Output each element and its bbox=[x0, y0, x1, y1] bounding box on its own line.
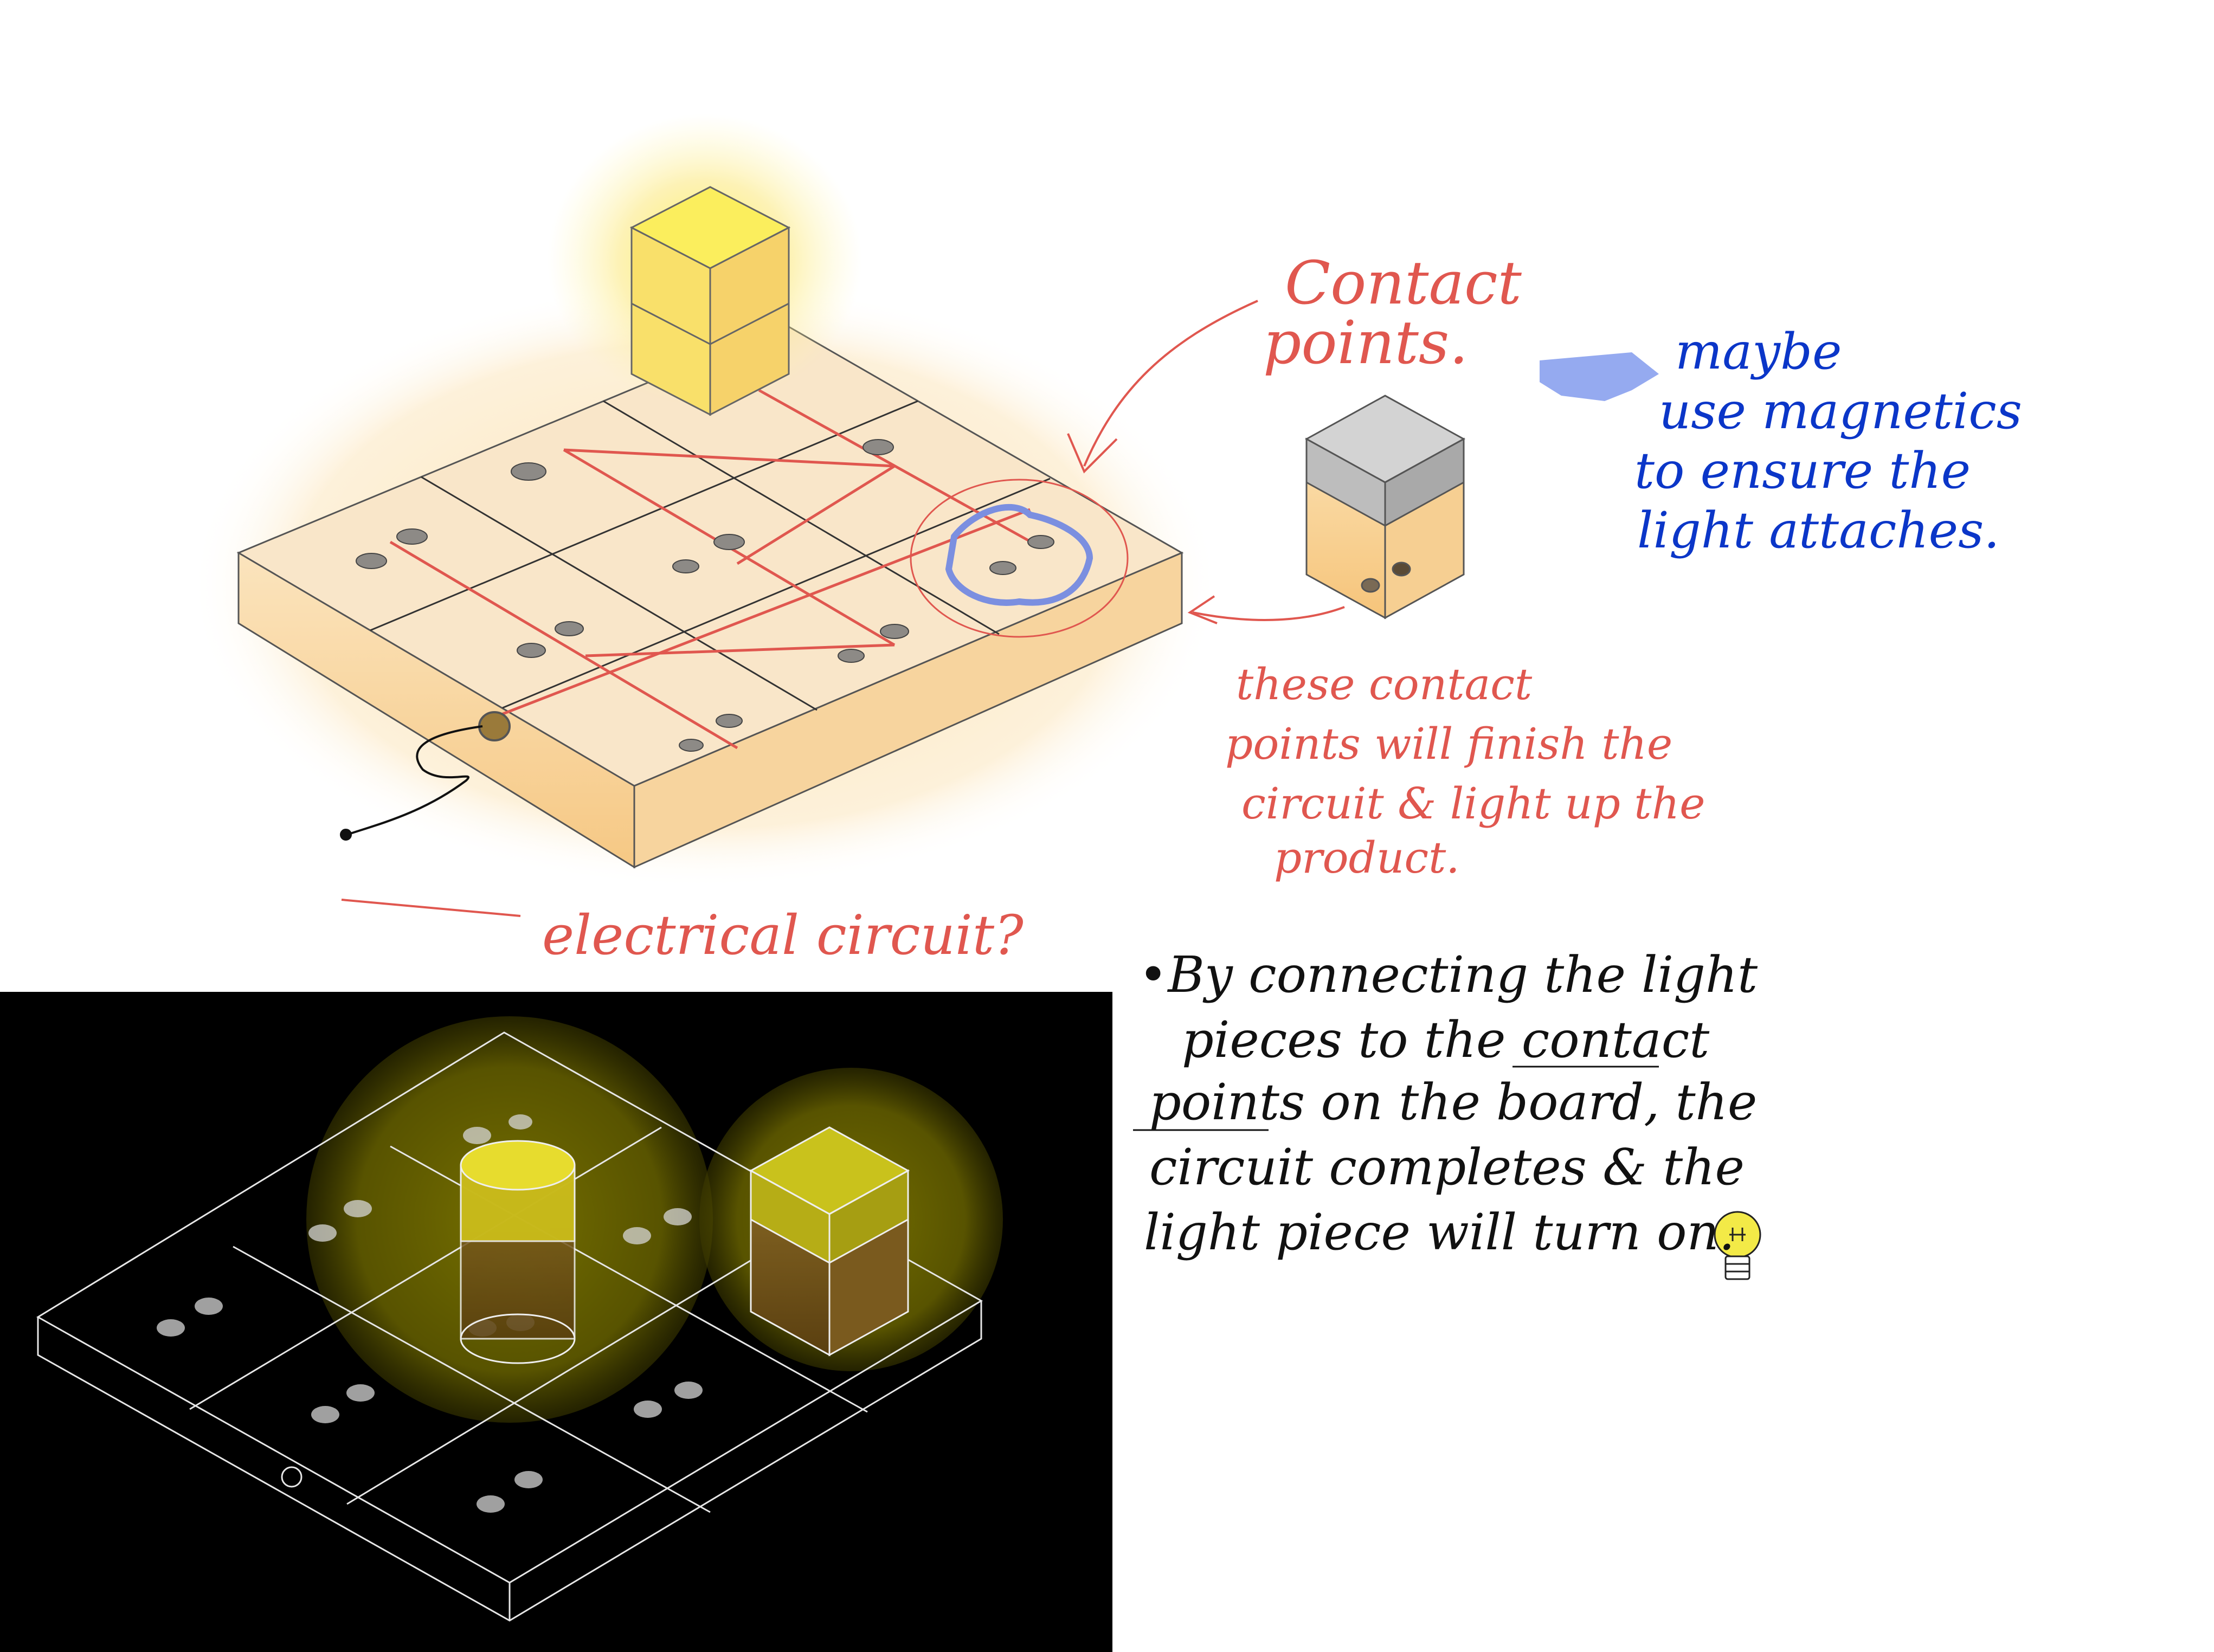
electrical-dash bbox=[341, 899, 521, 917]
light-piece-detail bbox=[1304, 395, 1466, 620]
highlighted-contact bbox=[945, 504, 1093, 606]
circuit-wires bbox=[389, 389, 1042, 750]
svg-text:product.: product. bbox=[1274, 833, 1460, 883]
svg-text:circuit & light up the: circuit & light up the bbox=[1241, 778, 1705, 829]
detail-arrow-head bbox=[1187, 595, 1218, 624]
electrical-circuit-label: electrical circuit? bbox=[542, 904, 1024, 967]
svg-text:light piece will turn on.: light piece will turn on. bbox=[1144, 1203, 1735, 1261]
svg-text:circuit completes & the: circuit completes & the bbox=[1149, 1138, 1745, 1196]
svg-text:•By connecting the light: •By connecting the light bbox=[1138, 946, 1758, 1004]
board-right-side bbox=[633, 551, 1183, 869]
blue-marker-swatch bbox=[1540, 352, 1659, 401]
board-grid bbox=[370, 400, 1051, 711]
svg-text:maybe: maybe bbox=[1675, 322, 1842, 380]
night-render bbox=[0, 992, 1112, 1652]
svg-text:points will finish the: points will finish the bbox=[1225, 719, 1672, 769]
board-sketch bbox=[190, 114, 1258, 889]
magnet-note: maybe use magnetics to ensure the light … bbox=[1634, 322, 2022, 559]
glowing-light-cube bbox=[629, 186, 791, 416]
night-cube-light bbox=[749, 1126, 910, 1357]
svg-text:pieces to the contact: pieces to the contact bbox=[1182, 1011, 1710, 1069]
svg-text:Contact: Contact bbox=[1285, 248, 1522, 318]
night-contact-dots bbox=[157, 1114, 703, 1513]
contact-arrow bbox=[1083, 300, 1258, 467]
svg-text:points.: points. bbox=[1263, 308, 1468, 377]
contact-points-label: Contact points. bbox=[1263, 248, 1522, 377]
svg-text:light attaches.: light attaches. bbox=[1637, 501, 2000, 559]
svg-text:to ensure the: to ensure the bbox=[1634, 442, 1971, 500]
circuit-note: these contact points will finish the cir… bbox=[1225, 659, 1705, 883]
contact-arrow-head bbox=[1067, 433, 1118, 474]
power-cable bbox=[340, 711, 511, 841]
contact-holes bbox=[356, 439, 1054, 752]
svg-text:points on the board, the: points on the board, the bbox=[1149, 1073, 1757, 1131]
svg-text:use magnetics: use magnetics bbox=[1659, 382, 2022, 440]
night-cylinder-light bbox=[460, 1140, 576, 1364]
contact-circle bbox=[910, 479, 1129, 638]
description-note: •By connecting the light pieces to the c… bbox=[1138, 946, 1758, 1261]
detail-arrow bbox=[1192, 606, 1345, 621]
lightbulb-icon bbox=[1714, 1211, 1761, 1280]
svg-text:these contact: these contact bbox=[1236, 659, 1533, 709]
